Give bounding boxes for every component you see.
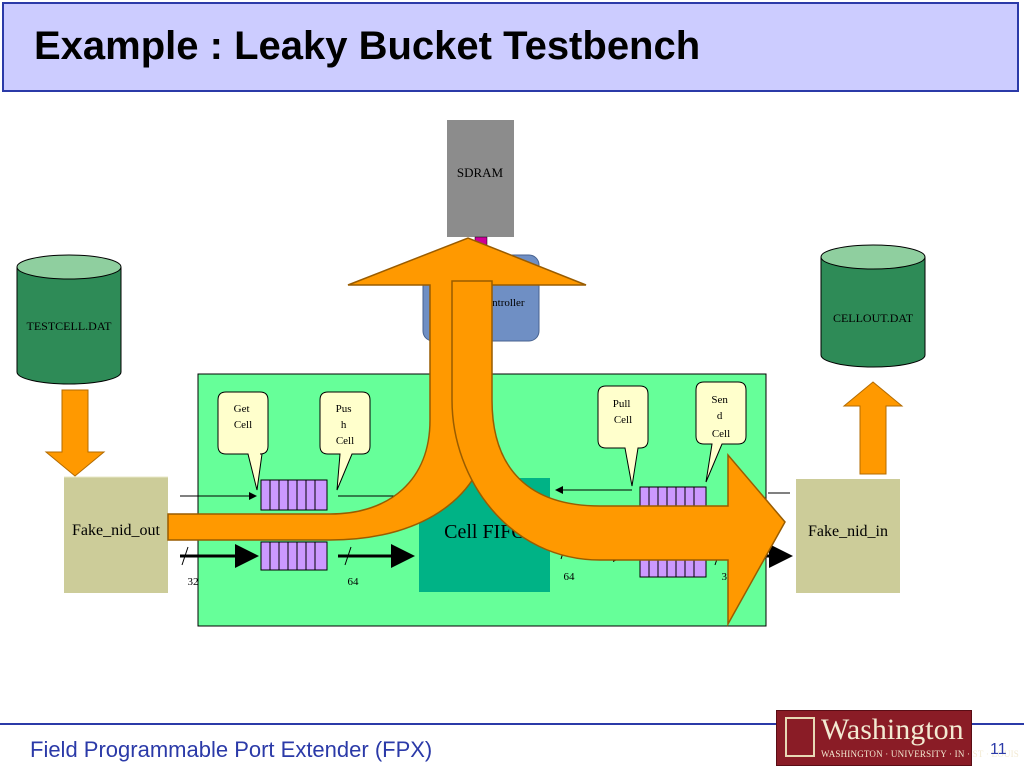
logo-wordmark: Washington <box>821 713 964 746</box>
cellout-file-icon: CELLOUT.DAT <box>820 244 926 368</box>
fake-nid-in-block: Fake_nid_in <box>796 479 900 593</box>
slide-title: Example : Leaky Bucket Testbench <box>34 24 701 68</box>
down-arrow-icon <box>44 389 106 477</box>
footer-divider <box>0 723 1024 725</box>
fake-nid-in-label: Fake_nid_in <box>808 523 888 540</box>
svg-text:Get Cell: Get Cell <box>234 403 253 431</box>
footer-text: Field Programmable Port Extender (FPX) <box>30 737 433 762</box>
send-cell-line: Sen <box>711 394 728 406</box>
cellout-label: CELLOUT.DAT <box>833 311 914 325</box>
fake-nid-out-label: Fake_nid_out <box>72 522 161 539</box>
sdram-label: SDRAM <box>457 165 504 180</box>
svg-text:Pus h Cell: Pus h Cell <box>336 403 355 447</box>
send-cell-line: d <box>717 410 723 422</box>
seal-icon <box>785 717 815 757</box>
get-cell-line: Cell <box>234 419 252 431</box>
fake-nid-out-block: Fake_nid_out <box>64 476 168 593</box>
send-cell-line: Cell <box>712 428 730 440</box>
svg-text:Sen d Cell: Sen d Cell <box>711 394 730 440</box>
cell-fifo-label: Cell FIFO <box>444 521 526 543</box>
get-cell-callout: Get Cell <box>217 391 269 491</box>
get-cell-line: Get <box>234 403 250 415</box>
bus-width-label: 64 <box>564 571 576 583</box>
pull-cell-line: Cell <box>614 414 632 426</box>
page-number: 11 <box>990 741 1007 758</box>
sdram-block: SDRAM <box>447 120 514 237</box>
bus-width-label: 32 <box>722 571 733 583</box>
push-cell-line: Cell <box>336 435 354 447</box>
push-cell-line: h <box>341 419 347 431</box>
testcell-label: TESTCELL.DAT <box>27 319 113 333</box>
leaky-bucket-diagram: SDRAM SDRAM Controller TESTCELL.DAT CELL… <box>16 120 926 627</box>
bus-width-label: 64 <box>348 576 360 588</box>
title-bar: Example : Leaky Bucket Testbench <box>2 2 1019 92</box>
testcell-file-icon: TESTCELL.DAT <box>16 254 122 385</box>
push-cell-callout: Pus h Cell <box>319 391 371 491</box>
bus-width-label: 32 <box>188 576 199 588</box>
university-logo: Washington WASHINGTON · UNIVERSITY · IN … <box>776 710 1019 766</box>
pull-cell-line: Pull <box>613 398 631 410</box>
svg-text:Pull Cell: Pull Cell <box>613 398 633 426</box>
send-cell-callout: Sen d Cell <box>695 381 747 483</box>
up-arrow-icon <box>842 381 904 475</box>
flow-arrow-from-sdram-icon <box>451 280 786 627</box>
pull-cell-callout: Pull Cell <box>597 385 649 487</box>
logo-subtitle: WASHINGTON · UNIVERSITY · IN · ST · LOUI… <box>821 749 1020 759</box>
push-cell-line: Pus <box>336 403 352 415</box>
